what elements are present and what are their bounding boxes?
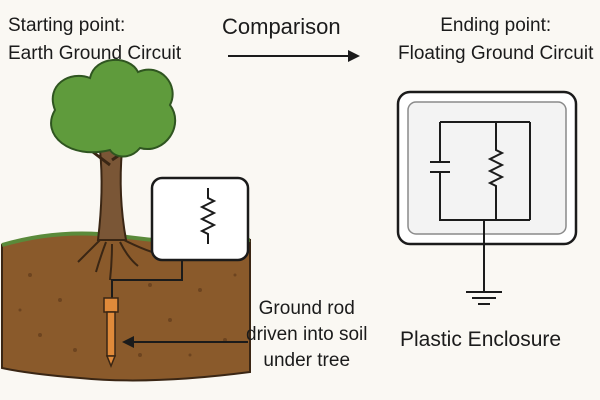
ending-point-label: Ending point: bbox=[440, 15, 552, 36]
rod-caption-line2: driven into soil bbox=[246, 324, 368, 345]
comparison-label: Comparison bbox=[222, 14, 341, 39]
floating-ground-circuit-label: Floating Ground Circuit bbox=[398, 43, 594, 64]
rod-pointer-arrow bbox=[122, 336, 248, 348]
ground-symbol bbox=[466, 220, 502, 305]
rod-caption-line1: Ground rod bbox=[258, 298, 355, 319]
plastic-enclosure-label: Plastic Enclosure bbox=[400, 328, 562, 351]
floating-circuit bbox=[430, 121, 531, 221]
starting-point-heading: Starting point: Earth Ground Circuit bbox=[8, 12, 181, 68]
comparison-arrow bbox=[228, 50, 360, 62]
rod-caption-line3: under tree bbox=[263, 350, 351, 371]
tree bbox=[50, 58, 177, 281]
earth-circuit-box bbox=[150, 176, 250, 262]
ground-rod-caption: Ground rod driven into soil under tree bbox=[246, 296, 367, 374]
earth-ground-circuit-label: Earth Ground Circuit bbox=[8, 43, 182, 64]
ground-wire bbox=[111, 260, 183, 300]
plastic-enclosure bbox=[396, 90, 578, 246]
ground-rod bbox=[103, 297, 119, 369]
resistor-symbol-left bbox=[199, 188, 217, 244]
starting-point-label: Starting point: bbox=[8, 15, 126, 36]
tree-roots bbox=[77, 239, 153, 281]
ending-point-heading: Ending point: Floating Ground Circuit bbox=[398, 12, 593, 68]
